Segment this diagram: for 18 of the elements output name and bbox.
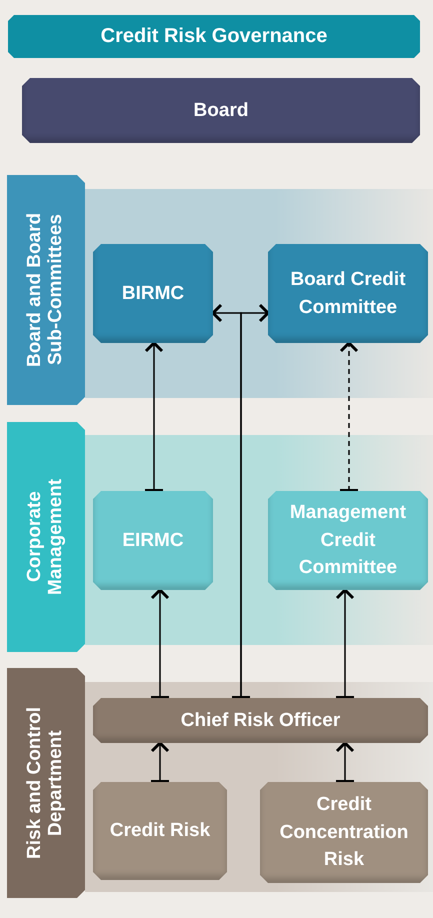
arrow <box>334 742 356 784</box>
process-box: Management Credit Committee <box>268 491 428 590</box>
process-box: EIRMC <box>93 491 213 590</box>
arrow <box>143 342 165 493</box>
lane-header: Corporate Management <box>7 422 85 652</box>
lane-header: Board and Board Sub-Committees <box>7 175 85 405</box>
process-box: Board <box>22 78 420 143</box>
process-box: Board Credit Committee <box>268 244 428 343</box>
process-box: BIRMC <box>93 244 213 343</box>
arrow <box>149 588 171 700</box>
arrow <box>149 742 171 784</box>
process-box: Credit Risk <box>93 782 227 880</box>
process-box: Credit Concentration Risk <box>260 782 428 883</box>
process-box: Chief Risk Officer <box>93 698 428 743</box>
lane-header: Risk and Control Department <box>7 668 85 898</box>
arrow <box>338 342 360 493</box>
title-banner: Credit Risk Governance <box>8 15 420 58</box>
arrow <box>334 588 356 700</box>
